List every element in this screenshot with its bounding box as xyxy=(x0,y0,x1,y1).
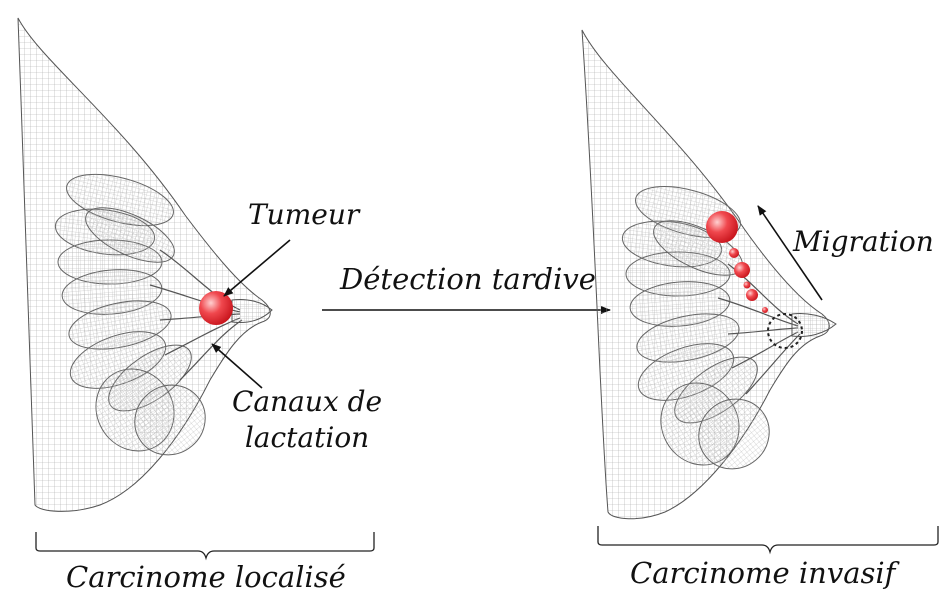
label-migration: Migration xyxy=(793,225,934,258)
caption-invasive-carcinoma: Carcinome invasif xyxy=(630,556,895,590)
label-ducts-line2: lactation xyxy=(232,420,382,456)
label-lactation-ducts: Canaux de lactation xyxy=(232,384,382,456)
label-late-detection: Détection tardive xyxy=(340,262,596,296)
tumor-left xyxy=(199,291,233,325)
caption-localized-carcinoma: Carcinome localisé xyxy=(66,560,346,594)
breast-invasive-illustration xyxy=(582,30,836,519)
arrow-tumor xyxy=(224,240,290,296)
brace-right xyxy=(598,526,938,552)
nipple-right xyxy=(792,313,836,336)
label-tumor: Tumeur xyxy=(248,198,359,231)
arrow-ducts xyxy=(212,344,262,388)
label-ducts-line1: Canaux de xyxy=(232,384,382,420)
brace-left xyxy=(36,532,374,558)
